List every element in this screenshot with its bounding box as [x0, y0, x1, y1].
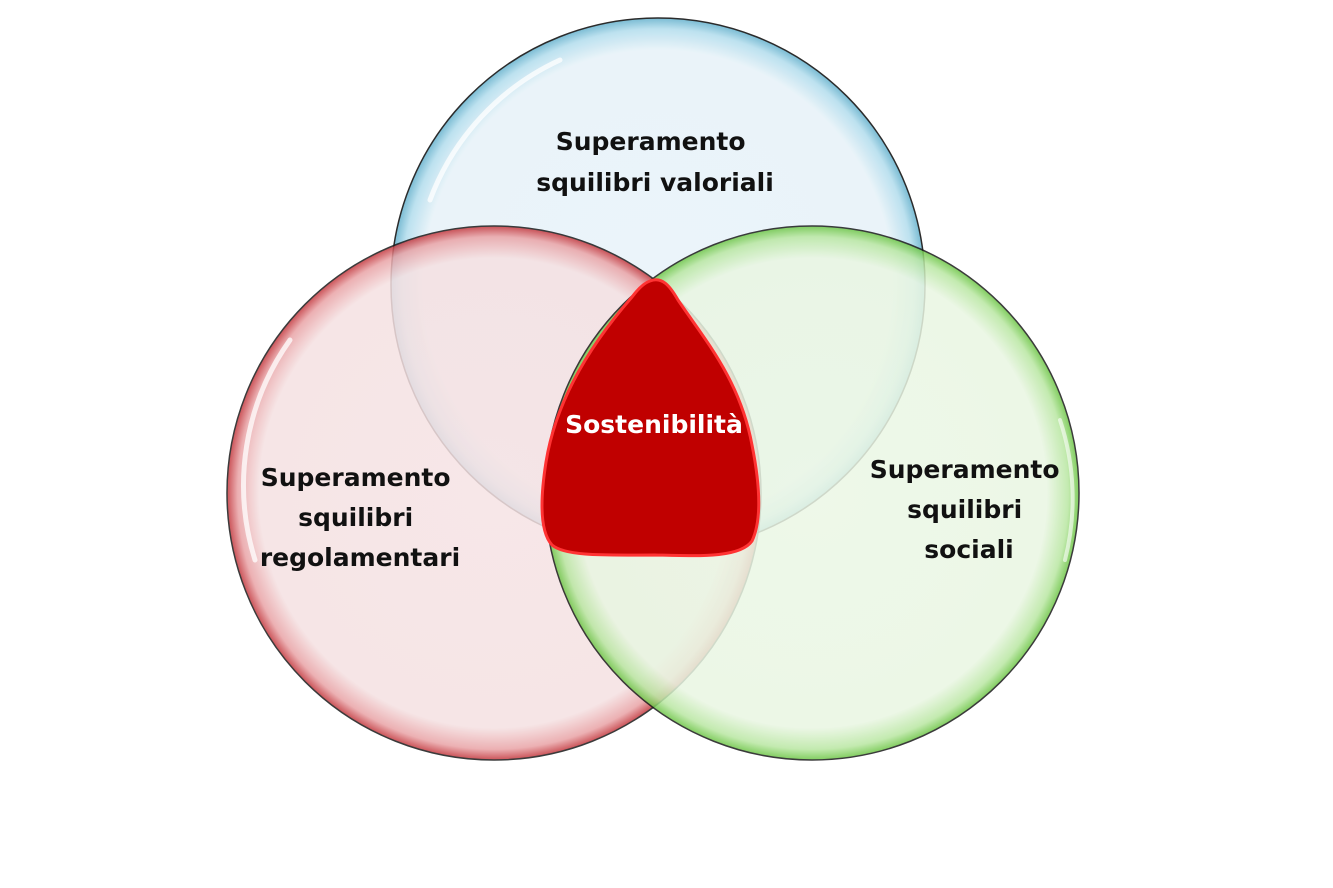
sostenibilita-shape [540, 278, 761, 558]
label-sostenibilita: Sostenibilità [565, 410, 743, 439]
label-regolamentari-line-3: regolamentari [260, 543, 460, 572]
label-sociali: Superamento squilibri sociali [870, 455, 1069, 564]
label-regolamentari-line-2: squilibri [298, 503, 413, 532]
label-sociali-line-3: sociali [924, 535, 1013, 564]
label-valoriali-line-2: squilibri valoriali [536, 168, 774, 197]
label-valoriali-line-1: Superamento [556, 127, 746, 156]
label-sociali-line-2: squilibri [907, 495, 1022, 524]
label-regolamentari-line-1: Superamento [261, 463, 451, 492]
label-valoriali: Superamento squilibri valoriali [536, 127, 774, 197]
label-regolamentari: Superamento squilibri regolamentari [260, 463, 460, 572]
label-sociali-line-1: Superamento [870, 455, 1060, 484]
